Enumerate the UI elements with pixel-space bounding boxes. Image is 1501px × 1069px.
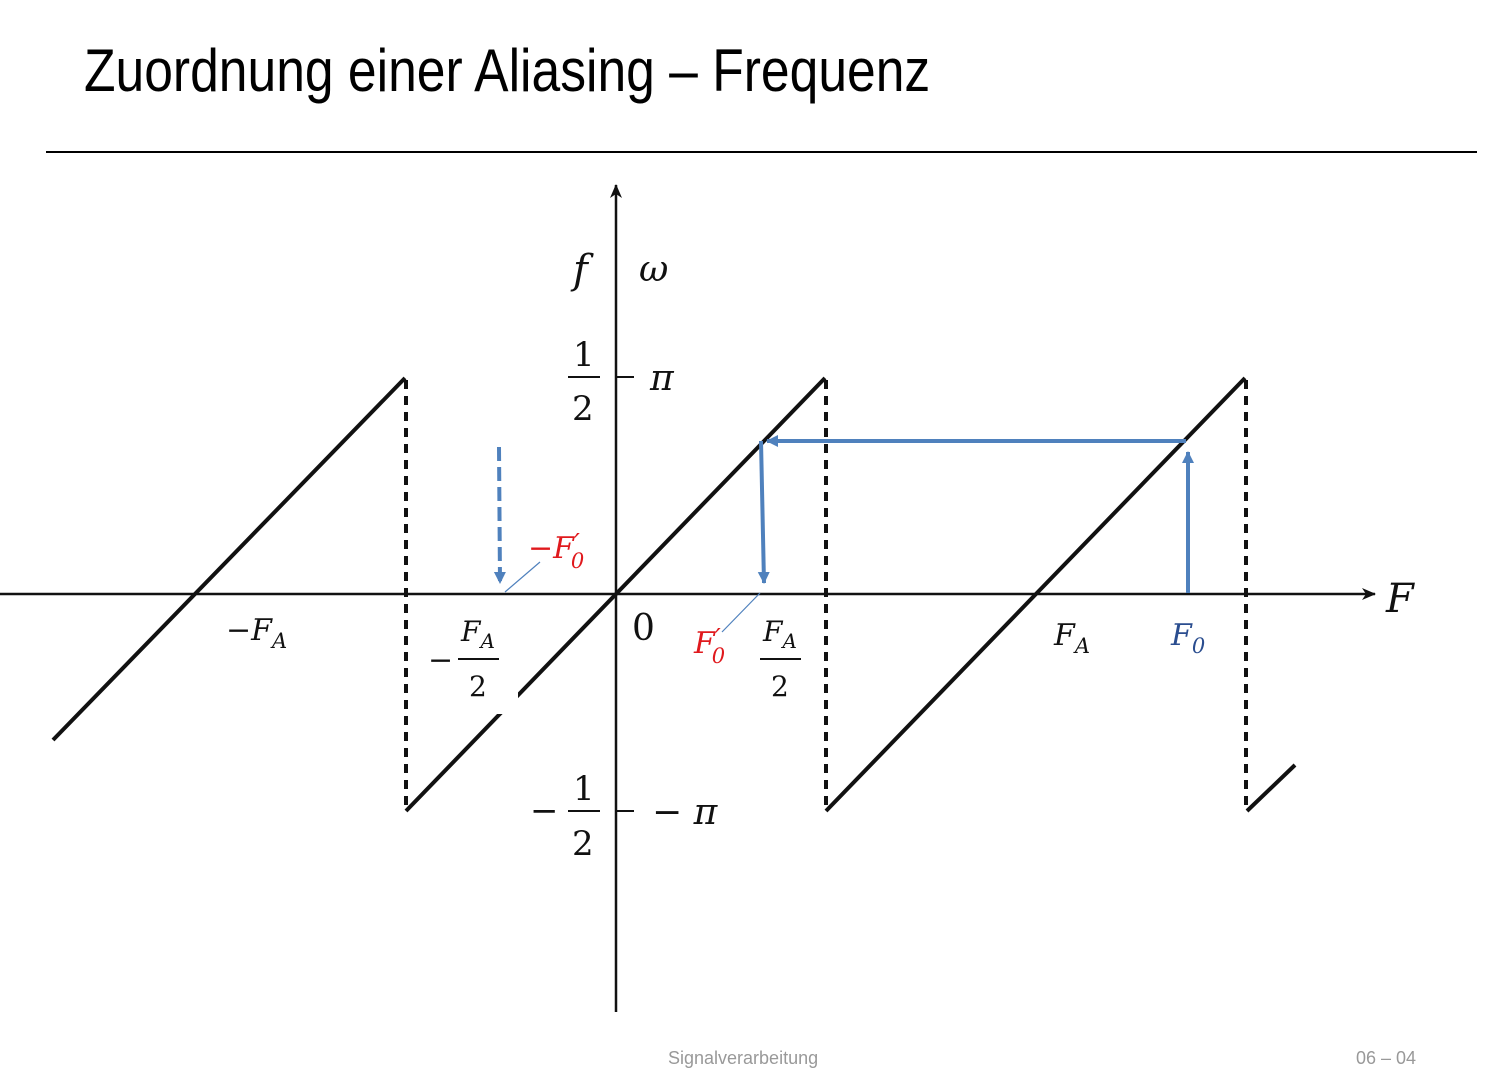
label-neg-half-sign: − [428, 643, 453, 678]
origin-label: 0 [632, 608, 655, 649]
y-top-numerator: 1 [573, 335, 595, 375]
label-neg-f0-prime: −F′0 [528, 529, 584, 573]
label-half-denominator: 2 [771, 670, 789, 703]
axis-label-omega: ω [639, 249, 668, 290]
y-top-denominator: 2 [572, 389, 594, 429]
leader-neg-f0-prime [504, 561, 541, 593]
label-f0-prime: F′0 [693, 624, 725, 668]
y-bottom-omega: − π [652, 792, 719, 833]
y-top-omega: π [649, 358, 675, 399]
label-half-numerator: FA [762, 615, 797, 653]
y-bottom-numerator: 1 [573, 769, 595, 809]
footer-page-number: 06 – 04 [1356, 1048, 1417, 1068]
slide-title: Zuordnung einer Aliasing – Frequenz [84, 37, 931, 104]
neg-alias-dashed-arrow [493, 446, 506, 584]
label-neg-half-numerator: FA [460, 615, 495, 653]
sawtooth-segment-4 [1245, 763, 1297, 813]
sawtooth-segment-2 [404, 376, 827, 813]
y-bottom-denominator: 2 [572, 824, 594, 864]
axis-label-F: F [1385, 576, 1415, 622]
label-mask-neg-fa [200, 597, 310, 605]
label-neg-half-denominator: 2 [469, 670, 487, 703]
axis-label-f: f [570, 247, 594, 293]
title-divider [46, 151, 1477, 153]
footer-center: Signalverarbeitung [668, 1048, 819, 1068]
label-fa: FA [1053, 618, 1090, 658]
sawtooth-segment-1 [51, 376, 407, 742]
leader-f0-prime [721, 592, 761, 633]
label-mask-half [428, 620, 518, 714]
sawtooth-segment-3 [824, 376, 1247, 813]
fold-down-arrow [757, 440, 770, 584]
label-f0: F0 [1170, 618, 1205, 658]
label-neg-fa: −FA [226, 613, 287, 653]
y-bottom-sign: − [530, 791, 559, 831]
